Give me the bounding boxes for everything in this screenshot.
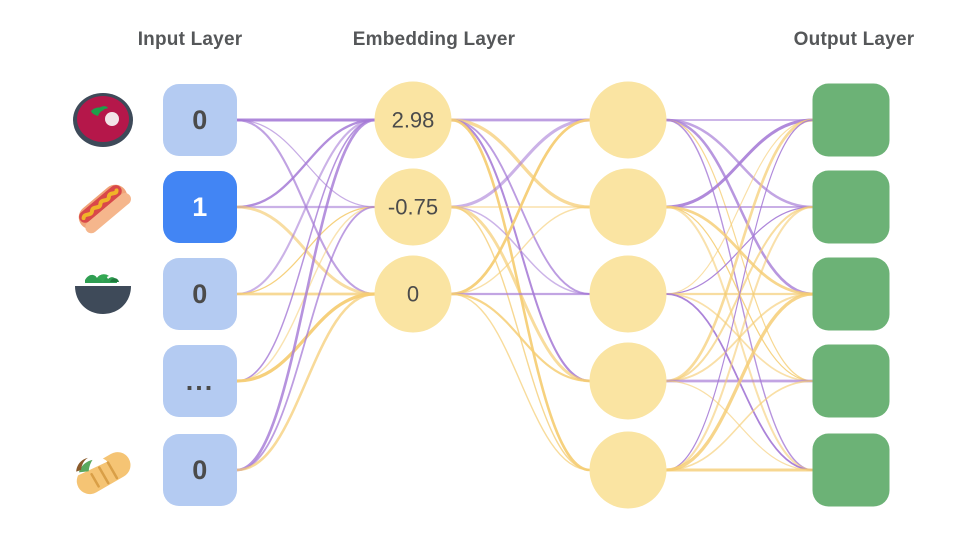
input-node-2[interactable]: 1 — [163, 171, 237, 243]
output-node-5[interactable] — [812, 433, 890, 507]
input-node-3[interactable]: 0 — [163, 258, 237, 330]
edge — [450, 118, 591, 296]
edge — [665, 205, 814, 472]
input-node-1[interactable]: 0 — [163, 84, 237, 156]
embedding-node-2[interactable]: -0.75 — [374, 168, 452, 246]
edge — [236, 206, 376, 471]
embedding-node-3[interactable]: 0 — [374, 255, 452, 333]
edge — [665, 119, 814, 295]
edge — [236, 292, 376, 472]
output-node-3[interactable] — [812, 257, 890, 331]
hidden-node-5[interactable] — [589, 431, 667, 509]
hotdog-icon — [67, 171, 139, 243]
edge — [665, 119, 814, 471]
hidden-node-1[interactable] — [589, 81, 667, 159]
salad-bowl-icon — [67, 258, 139, 330]
steak-bowl-icon — [67, 84, 139, 156]
edge — [450, 293, 591, 471]
input-node-4[interactable]: ... — [163, 345, 237, 417]
edge — [450, 292, 591, 383]
edge — [236, 119, 376, 382]
output-layer-title: Output Layer — [793, 29, 915, 50]
edge — [236, 118, 376, 296]
embedding-node-1[interactable]: 2.98 — [374, 81, 452, 159]
edge — [665, 118, 814, 209]
output-node-1[interactable] — [812, 83, 890, 157]
output-node-2[interactable] — [812, 170, 890, 244]
edge — [236, 118, 376, 472]
hidden-node-3[interactable] — [589, 255, 667, 333]
hidden-node-2[interactable] — [589, 168, 667, 246]
edge — [450, 118, 591, 209]
hidden-node-4[interactable] — [589, 342, 667, 420]
edge — [665, 292, 814, 472]
input-layer-title: Input Layer — [137, 29, 243, 50]
input-node-5[interactable]: 0 — [163, 434, 237, 506]
burrito-icon — [67, 434, 139, 506]
edge — [665, 380, 814, 471]
output-node-4[interactable] — [812, 344, 890, 418]
edge — [450, 206, 591, 295]
edge — [236, 118, 376, 209]
edge — [665, 118, 814, 383]
embedding-layer-title: Embedding Layer — [352, 29, 516, 50]
